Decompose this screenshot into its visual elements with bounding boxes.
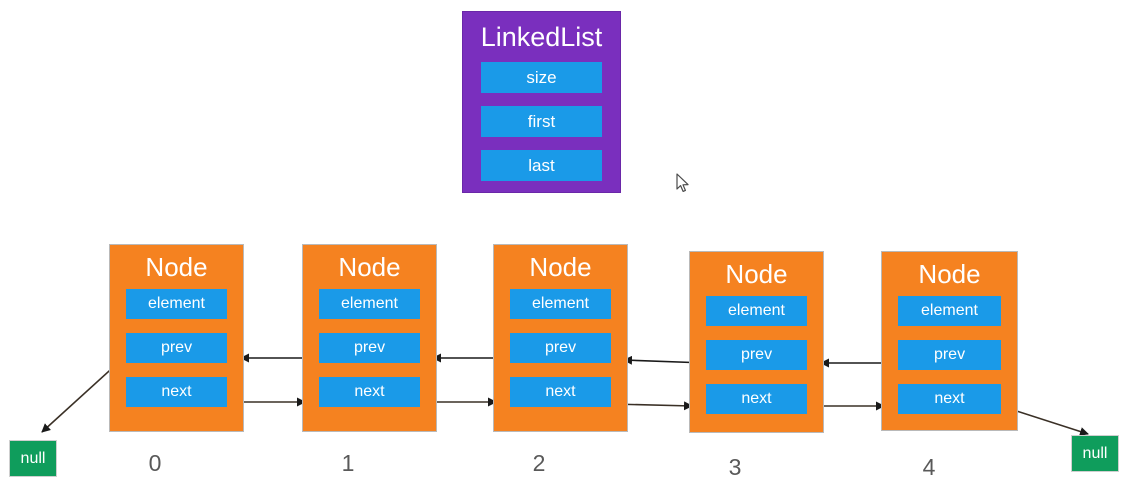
node-box-4: Node element prev next — [882, 252, 1017, 430]
mouse-cursor-icon — [676, 173, 689, 192]
linkedlist-field-last: last — [481, 150, 602, 181]
node-1-field-next: next — [319, 377, 420, 407]
node-title-4: Node — [918, 259, 981, 289]
node-2-field-next: next — [510, 377, 611, 407]
node-2-field-element: element — [510, 289, 611, 319]
node-3-field-prev: prev — [706, 340, 807, 370]
node-0-field-element: element — [126, 289, 227, 319]
node-4-field-element: element — [898, 296, 1001, 326]
node-index-label-4: 4 — [922, 454, 936, 480]
linkedlist-field-size: size — [481, 62, 602, 93]
node-1-field-element: element — [319, 289, 420, 319]
node-index-label-1: 1 — [341, 450, 355, 476]
node-3-field-next: next — [706, 384, 807, 414]
node-box-3: Node element prev next — [690, 252, 823, 432]
null-terminal-left: null — [10, 441, 56, 476]
node-title-0: Node — [145, 252, 208, 282]
node-title-1: Node — [338, 252, 401, 282]
node-0-field-prev: prev — [126, 333, 227, 363]
node-3-field-element: element — [706, 296, 807, 326]
linkedlist-class-box: LinkedList size first last — [463, 12, 620, 192]
node-index-label-0: 0 — [148, 450, 162, 476]
node-index-label-3: 3 — [728, 454, 742, 480]
linkedlist-field-first: first — [481, 106, 602, 137]
node-2-field-prev: prev — [510, 333, 611, 363]
null-terminal-right: null — [1072, 436, 1118, 471]
node-title-2: Node — [529, 252, 592, 282]
node-box-2: Node element prev next — [494, 245, 627, 431]
linkedlist-title: LinkedList — [480, 22, 603, 52]
node-4-field-next: next — [898, 384, 1001, 414]
node-title-3: Node — [725, 259, 788, 289]
node-index-label-2: 2 — [532, 450, 546, 476]
node-1-field-prev: prev — [319, 333, 420, 363]
node-0-field-next: next — [126, 377, 227, 407]
node-4-field-prev: prev — [898, 340, 1001, 370]
node-box-0: Node element prev next — [110, 245, 243, 431]
node-box-1: Node element prev next — [303, 245, 436, 431]
